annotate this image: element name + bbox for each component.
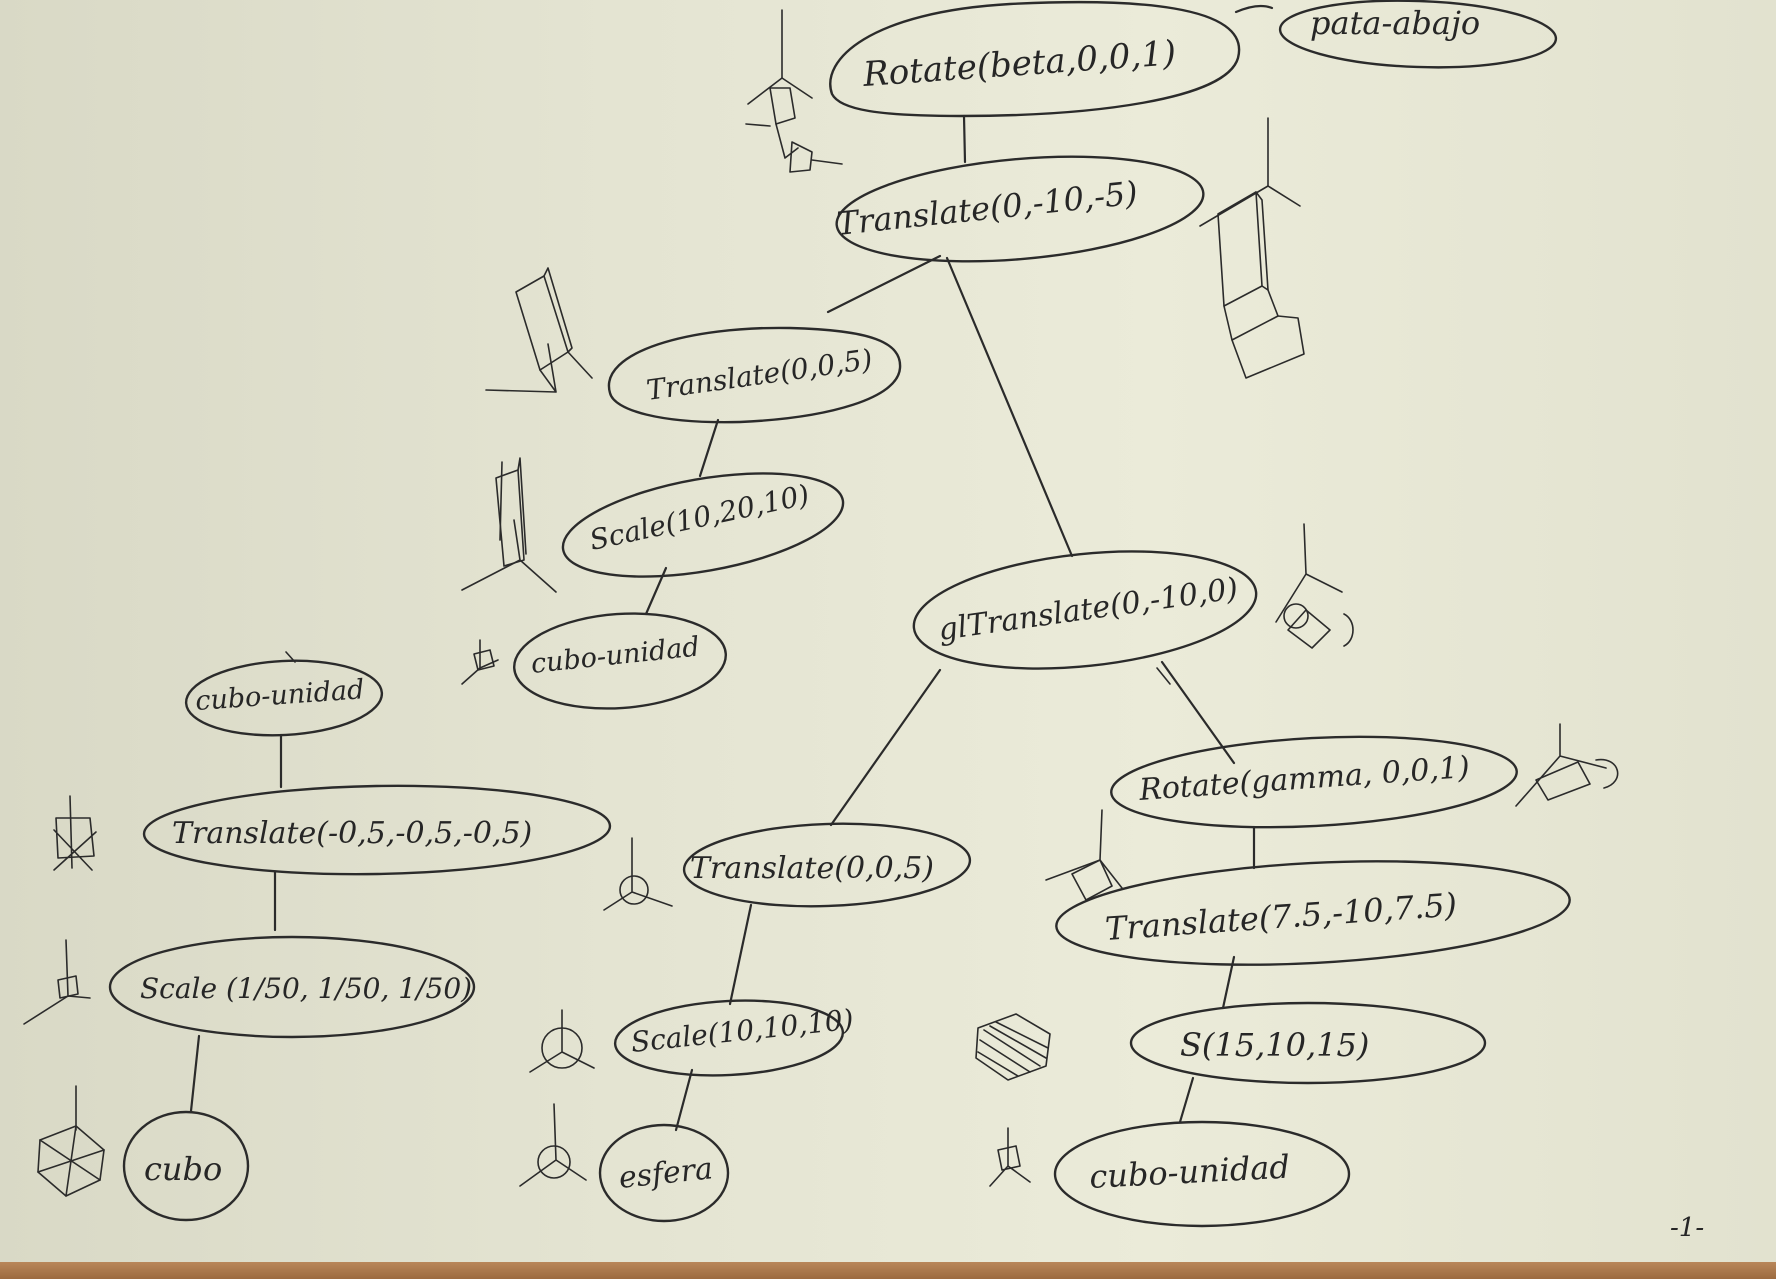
sketch-tall-box-b (461, 457, 557, 593)
sketch-small-cube-b (989, 1127, 1031, 1187)
sketch-wire-cube (37, 1085, 105, 1197)
node-ellipse (1129, 1001, 1487, 1085)
sketch-axes-translate-b (603, 837, 673, 911)
sketch-axes-esfera (519, 1103, 587, 1187)
node-translate-005-b: Translate(0,0,5) (682, 822, 972, 908)
node-esfera: esfera (598, 1123, 730, 1223)
edge (1156, 667, 1171, 685)
sketch-rotate-gl (1275, 523, 1354, 649)
node-ellipse (682, 822, 972, 908)
node-pata-abajo: pata-abajo (1278, 0, 1558, 69)
node-label: cubo (144, 1150, 222, 1188)
sketch-axes-scale (23, 939, 91, 1025)
node-ellipse (912, 550, 1258, 670)
sketch-top-right-leg (1199, 117, 1305, 379)
node-translate-neg05: Translate(-0,5,-0,5,-0,5) (142, 784, 612, 876)
node-rotate-gamma: Rotate(gamma, 0,0,1) (1110, 735, 1518, 829)
node-cubo-unidad-def: cubo-unidad (184, 659, 384, 737)
node-ellipse (1110, 735, 1518, 829)
edges (189, 4, 1274, 1132)
node-label: Translate(-0,5,-0,5,-0,5) (172, 816, 532, 851)
node-translate-top: Translate(0,-10,-5) (835, 155, 1205, 263)
node-scale-10-20-10: Scale(10,20,10) (561, 472, 845, 578)
sketch-translate-75 (1045, 809, 1123, 901)
node-label: Translate(0,-10,-5) (835, 174, 1140, 243)
node-label: glTranslate(0,-10,0) (936, 571, 1240, 648)
node-cubo: cubo (122, 1110, 250, 1222)
sketch-axes-scale-b (529, 1009, 595, 1073)
node-label: pata-abajo (1310, 4, 1480, 42)
node-ellipse (613, 999, 845, 1077)
page-number: -1- (1670, 1213, 1704, 1243)
node-ellipse (122, 1110, 250, 1222)
node-ellipse (829, 0, 1241, 118)
node-scale-1-50: Scale (1/50, 1/50, 1/50) (108, 935, 476, 1039)
node-label: S(15,10,15) (1180, 1026, 1369, 1064)
sketch-axes-translate-neg05 (53, 795, 97, 871)
edge (698, 418, 720, 478)
node-ellipse (142, 784, 612, 876)
node-label: cubo-unidad (1088, 1148, 1290, 1196)
node-ellipse (1055, 860, 1571, 966)
node-ellipse (184, 659, 384, 737)
edge (1234, 4, 1274, 14)
node-ellipse (108, 935, 476, 1039)
node-label: esfera (617, 1151, 714, 1196)
edge (1178, 1076, 1195, 1124)
edge (829, 668, 942, 827)
node-label: Translate(7.5,-10,7.5) (1104, 885, 1458, 947)
sketch-small-cube-a (461, 639, 499, 685)
node-translate-005-a: Translate(0,0,5) (607, 326, 902, 424)
edge (962, 114, 967, 164)
node-label: Scale(10,20,10) (587, 478, 813, 557)
node-label: Translate(0,0,5) (644, 343, 874, 407)
node-s-15: S(15,10,15) (1129, 1001, 1487, 1085)
node-ellipse (1053, 1120, 1351, 1228)
node-rotate-beta: Rotate(beta,0,0,1) (829, 0, 1241, 118)
edge (189, 1034, 201, 1113)
sketch-tall-box-a (485, 267, 593, 393)
edge (674, 1068, 694, 1132)
node-label: Rotate(beta,0,0,1) (861, 33, 1177, 95)
node-scale-10-10-10: Scale(10,10,10) (613, 999, 855, 1077)
node-label: cubo-unidad (529, 631, 701, 680)
node-ellipse (513, 612, 727, 710)
node-ellipse (835, 155, 1205, 263)
edge (728, 903, 753, 1006)
node-gltranslate: glTranslate(0,-10,0) (912, 550, 1258, 670)
node-label: Rotate(gamma, 0,0,1) (1137, 750, 1471, 808)
sketch-shaded-box (975, 1013, 1051, 1081)
node-cubo-unidad-b: cubo-unidad (1053, 1120, 1351, 1228)
node-label: cubo-unidad (194, 674, 365, 717)
sketch-rotate-gamma (1515, 723, 1619, 807)
edge (826, 254, 942, 314)
sketch-top-axes (745, 9, 843, 173)
edge (644, 566, 668, 616)
node-label: Translate(0,0,5) (690, 851, 934, 886)
node-ellipse (607, 326, 902, 424)
node-ellipse (598, 1123, 730, 1223)
node-label: Scale (1/50, 1/50, 1/50) (140, 972, 472, 1005)
table-edge (0, 1262, 1776, 1279)
node-translate-75: Translate(7.5,-10,7.5) (1055, 860, 1571, 966)
node-ellipse (561, 472, 845, 578)
edge (945, 256, 1074, 558)
node-ellipse (1278, 0, 1558, 69)
node-cubo-unidad-a: cubo-unidad (513, 612, 727, 710)
